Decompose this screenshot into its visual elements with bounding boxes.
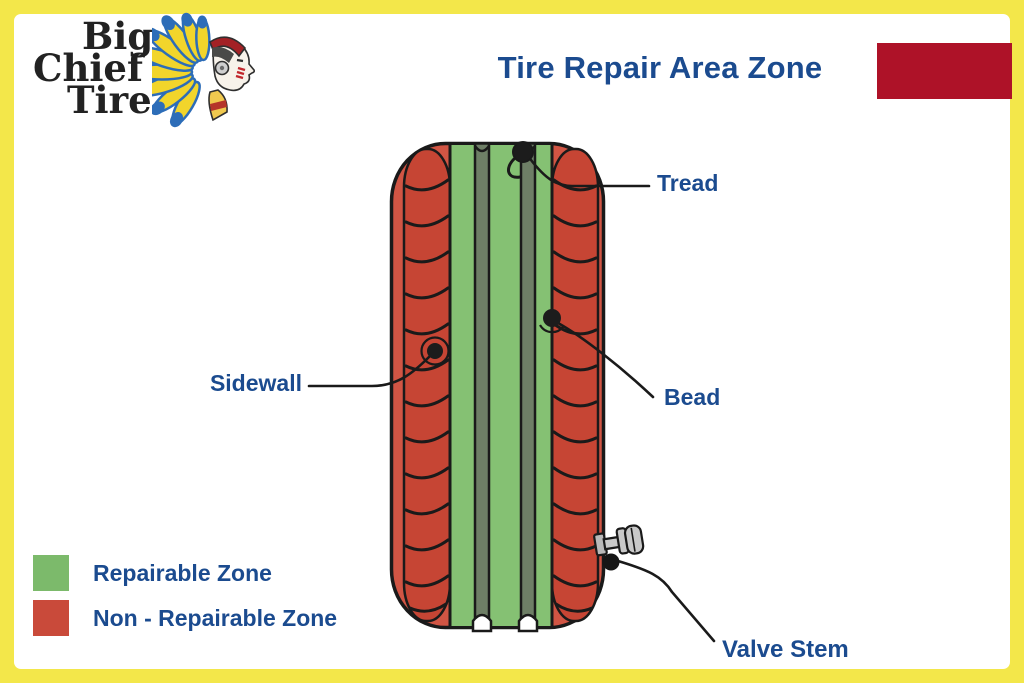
label-bead: Bead	[664, 384, 721, 410]
page-title: Tire Repair Area Zone	[497, 50, 823, 85]
non-repairable-zone-label: Non - Repairable Zone	[93, 604, 338, 631]
non-repairable-zone-swatch	[33, 600, 69, 636]
big-chief-tire-logo: Big Chief Tire	[28, 10, 268, 135]
legend: Repairable Zone Non - Repairable Zone	[33, 555, 337, 645]
logo-text-line2: Chief	[33, 46, 143, 90]
repairable-zone-label: Repairable Zone	[93, 559, 272, 586]
legend-item-non-repairable: Non - Repairable Zone	[33, 600, 337, 636]
label-sidewall: Sidewall	[209, 370, 302, 396]
label-valve-stem: Valve Stem	[722, 636, 849, 663]
header-accent-block	[877, 43, 1012, 99]
label-tread: Tread	[657, 170, 719, 196]
repairable-zone-swatch	[33, 555, 69, 591]
chief-head-icon	[152, 12, 256, 128]
logo-text-line3: Tire	[67, 78, 152, 122]
logo-text-line1: Big	[82, 14, 154, 58]
legend-item-repairable: Repairable Zone	[33, 555, 337, 591]
